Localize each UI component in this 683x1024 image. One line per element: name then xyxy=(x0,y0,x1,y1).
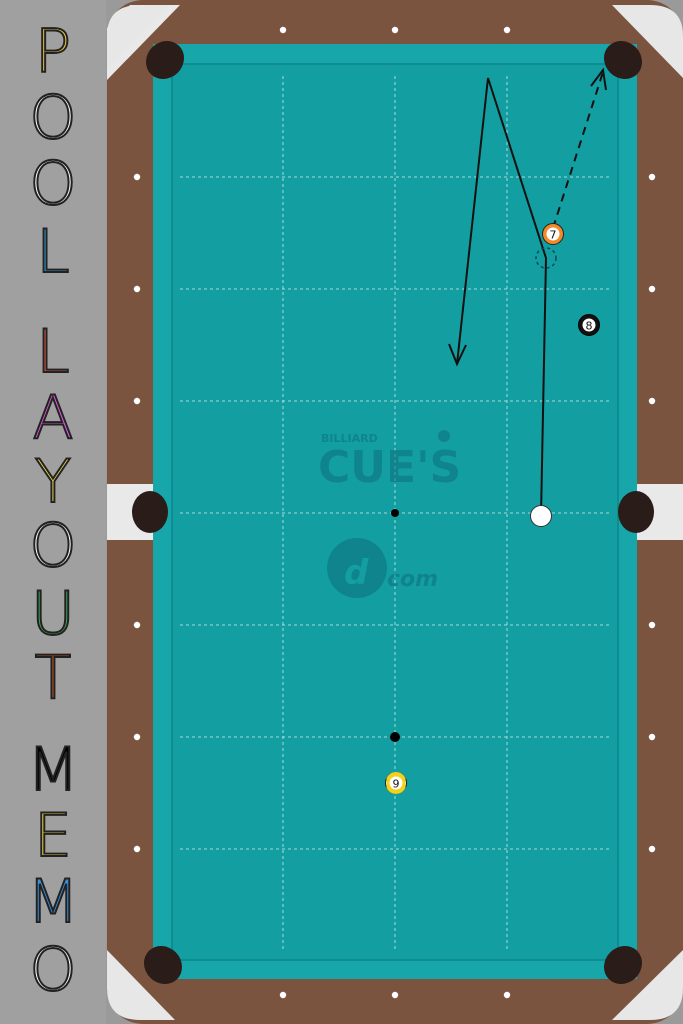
logo-main-text: CUE'S xyxy=(318,442,461,493)
svg-text:d: d xyxy=(344,553,369,593)
logo-sub-text: com xyxy=(387,567,438,592)
corner-plate-tr xyxy=(612,5,683,78)
pocket-bottom-right xyxy=(603,945,643,985)
ball-9[interactable]: 9 xyxy=(385,771,407,795)
pocket-side-left xyxy=(132,491,168,533)
ball-7-label: 7 xyxy=(550,229,557,242)
title-letter: A xyxy=(31,383,74,453)
logo-ball-icon xyxy=(438,430,450,442)
title-letter: O xyxy=(28,83,77,153)
pocket-side-right xyxy=(618,491,654,533)
cue-path-arrow-icon xyxy=(448,77,548,517)
ball-8-label: 8 xyxy=(586,320,593,333)
ball-8[interactable]: 8 xyxy=(578,314,600,336)
title-letter: Y xyxy=(34,447,73,517)
pocket-top-left xyxy=(145,40,185,80)
ball-7[interactable]: 7 xyxy=(542,223,564,245)
corner-plate-bl xyxy=(107,950,175,1020)
logo-small-text: BILLIARD xyxy=(321,432,378,445)
title-letter: O xyxy=(28,149,77,219)
pocket-top-right xyxy=(603,40,643,80)
logo-d-icon xyxy=(327,538,387,598)
pocket-bottom-left xyxy=(143,945,183,985)
center-spot-icon xyxy=(391,509,399,517)
title-letter: O xyxy=(28,935,77,1005)
rail-diamonds xyxy=(133,26,656,999)
ball-9-label: 9 xyxy=(393,778,400,791)
title-letter: P xyxy=(34,17,72,87)
ghost-ball-icon xyxy=(535,247,557,269)
title-letter: T xyxy=(34,643,73,713)
title-letter: O xyxy=(28,511,77,581)
cues-logo: BILLIARD CUE'S d com xyxy=(318,430,461,598)
object-ball-path-arrow-icon xyxy=(552,67,607,229)
title-letter: M xyxy=(26,867,80,937)
foot-spot-icon xyxy=(390,732,400,742)
cue-ball[interactable] xyxy=(530,505,552,527)
title-letter: U xyxy=(30,579,76,649)
title-letter: M xyxy=(26,735,80,805)
corner-plate-br xyxy=(612,950,683,1020)
title-letter: L xyxy=(35,217,70,287)
pockets xyxy=(132,40,654,985)
title-letter: E xyxy=(33,801,73,871)
table-grid xyxy=(180,76,610,950)
title-letter: L xyxy=(35,317,70,387)
